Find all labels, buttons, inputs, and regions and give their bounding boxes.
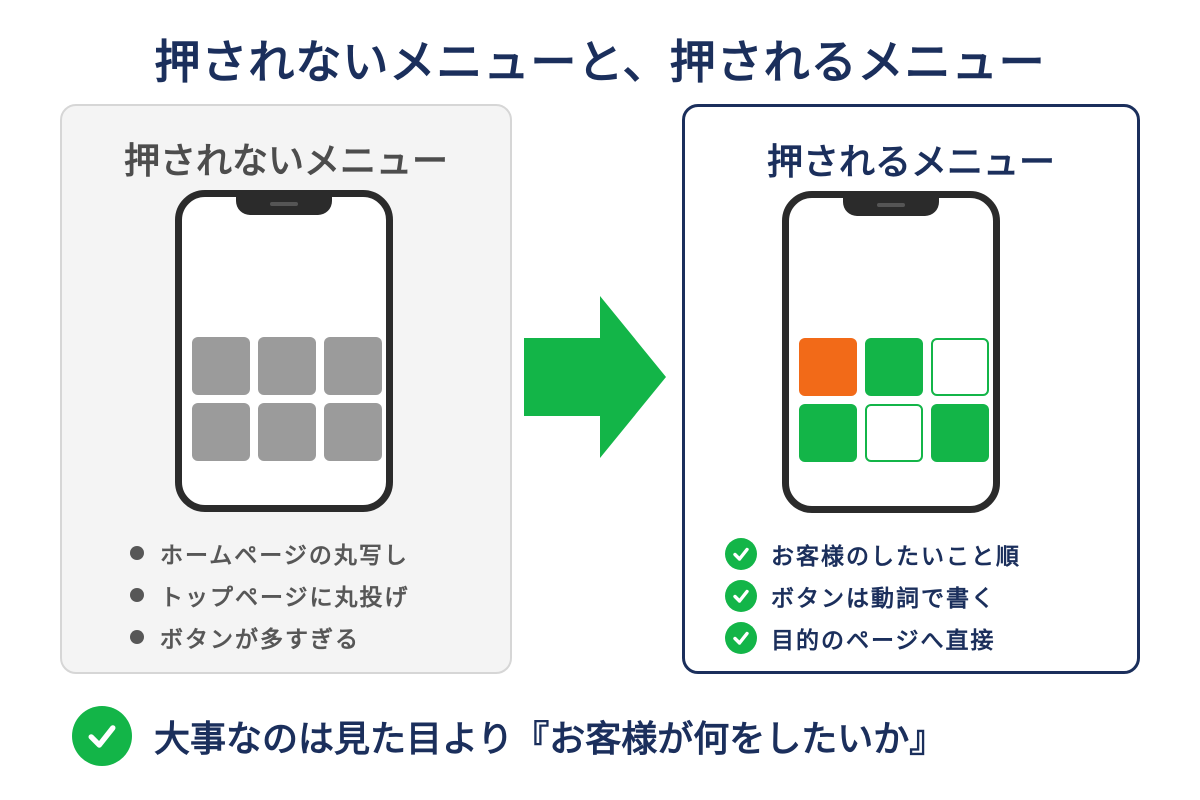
bullet-dot-icon xyxy=(130,630,144,644)
list-item-label: ホームページの丸写し xyxy=(160,543,409,569)
good-menu-panel: 押されるメニュー お客様のしたいこと順 ボタンは動詞で書く xyxy=(682,104,1140,674)
bad-menu-title: 押されないメニュー xyxy=(123,141,448,182)
menu-tile xyxy=(931,338,989,396)
bad-menu-panel: 押されないメニュー ホームページの丸写し トップページに丸投げ ボタンが多すぎる xyxy=(60,104,512,674)
menu-tile xyxy=(324,337,382,395)
list-item: お客様のしたいこと順 xyxy=(725,533,1021,575)
phone-mockup-bad xyxy=(175,190,393,512)
list-item: 目的のページへ直接 xyxy=(725,617,1021,659)
list-item-label: トップページに丸投げ xyxy=(160,585,410,611)
check-circle-icon xyxy=(725,538,757,570)
list-item: ボタンが多すぎる xyxy=(130,616,410,658)
right-arrow-icon xyxy=(524,296,666,458)
check-circle-icon xyxy=(72,706,132,766)
menu-tile xyxy=(799,404,857,462)
list-item-label: ボタンが多すぎる xyxy=(160,627,360,653)
check-circle-icon xyxy=(725,622,757,654)
phone-mockup-good xyxy=(782,191,1000,513)
good-menu-grid xyxy=(799,338,989,462)
menu-tile xyxy=(799,338,857,396)
menu-tile xyxy=(865,404,923,462)
conclusion-text: 大事なのは見た目より『お客様が何をしたいか』 xyxy=(154,719,946,760)
list-item-label: 目的のページへ直接 xyxy=(771,628,996,654)
phone-notch xyxy=(236,195,332,215)
menu-tile xyxy=(324,403,382,461)
menu-tile xyxy=(865,338,923,396)
good-menu-list: お客様のしたいこと順 ボタンは動詞で書く 目的のページへ直接 xyxy=(725,533,1021,659)
list-item: ホームページの丸写し xyxy=(130,532,410,574)
page-title: 押されないメニューと、押されるメニュー xyxy=(154,35,1046,89)
list-item-label: ボタンは動詞で書く xyxy=(771,586,996,612)
bad-menu-grid xyxy=(192,337,382,461)
menu-tile xyxy=(258,337,316,395)
bullet-dot-icon xyxy=(130,546,144,560)
phone-notch xyxy=(843,196,939,216)
bad-menu-list: ホームページの丸写し トップページに丸投げ ボタンが多すぎる xyxy=(130,532,410,658)
menu-tile xyxy=(258,403,316,461)
list-item-label: お客様のしたいこと順 xyxy=(771,544,1021,570)
list-item: ボタンは動詞で書く xyxy=(725,575,1021,617)
menu-tile xyxy=(192,337,250,395)
menu-tile xyxy=(192,403,250,461)
conclusion-banner: 大事なのは見た目より『お客様が何をしたいか』 xyxy=(72,704,945,768)
check-circle-icon xyxy=(725,580,757,612)
list-item: トップページに丸投げ xyxy=(130,574,410,616)
bullet-dot-icon xyxy=(130,588,144,602)
menu-tile xyxy=(931,404,989,462)
good-menu-title: 押されるメニュー xyxy=(766,142,1055,183)
